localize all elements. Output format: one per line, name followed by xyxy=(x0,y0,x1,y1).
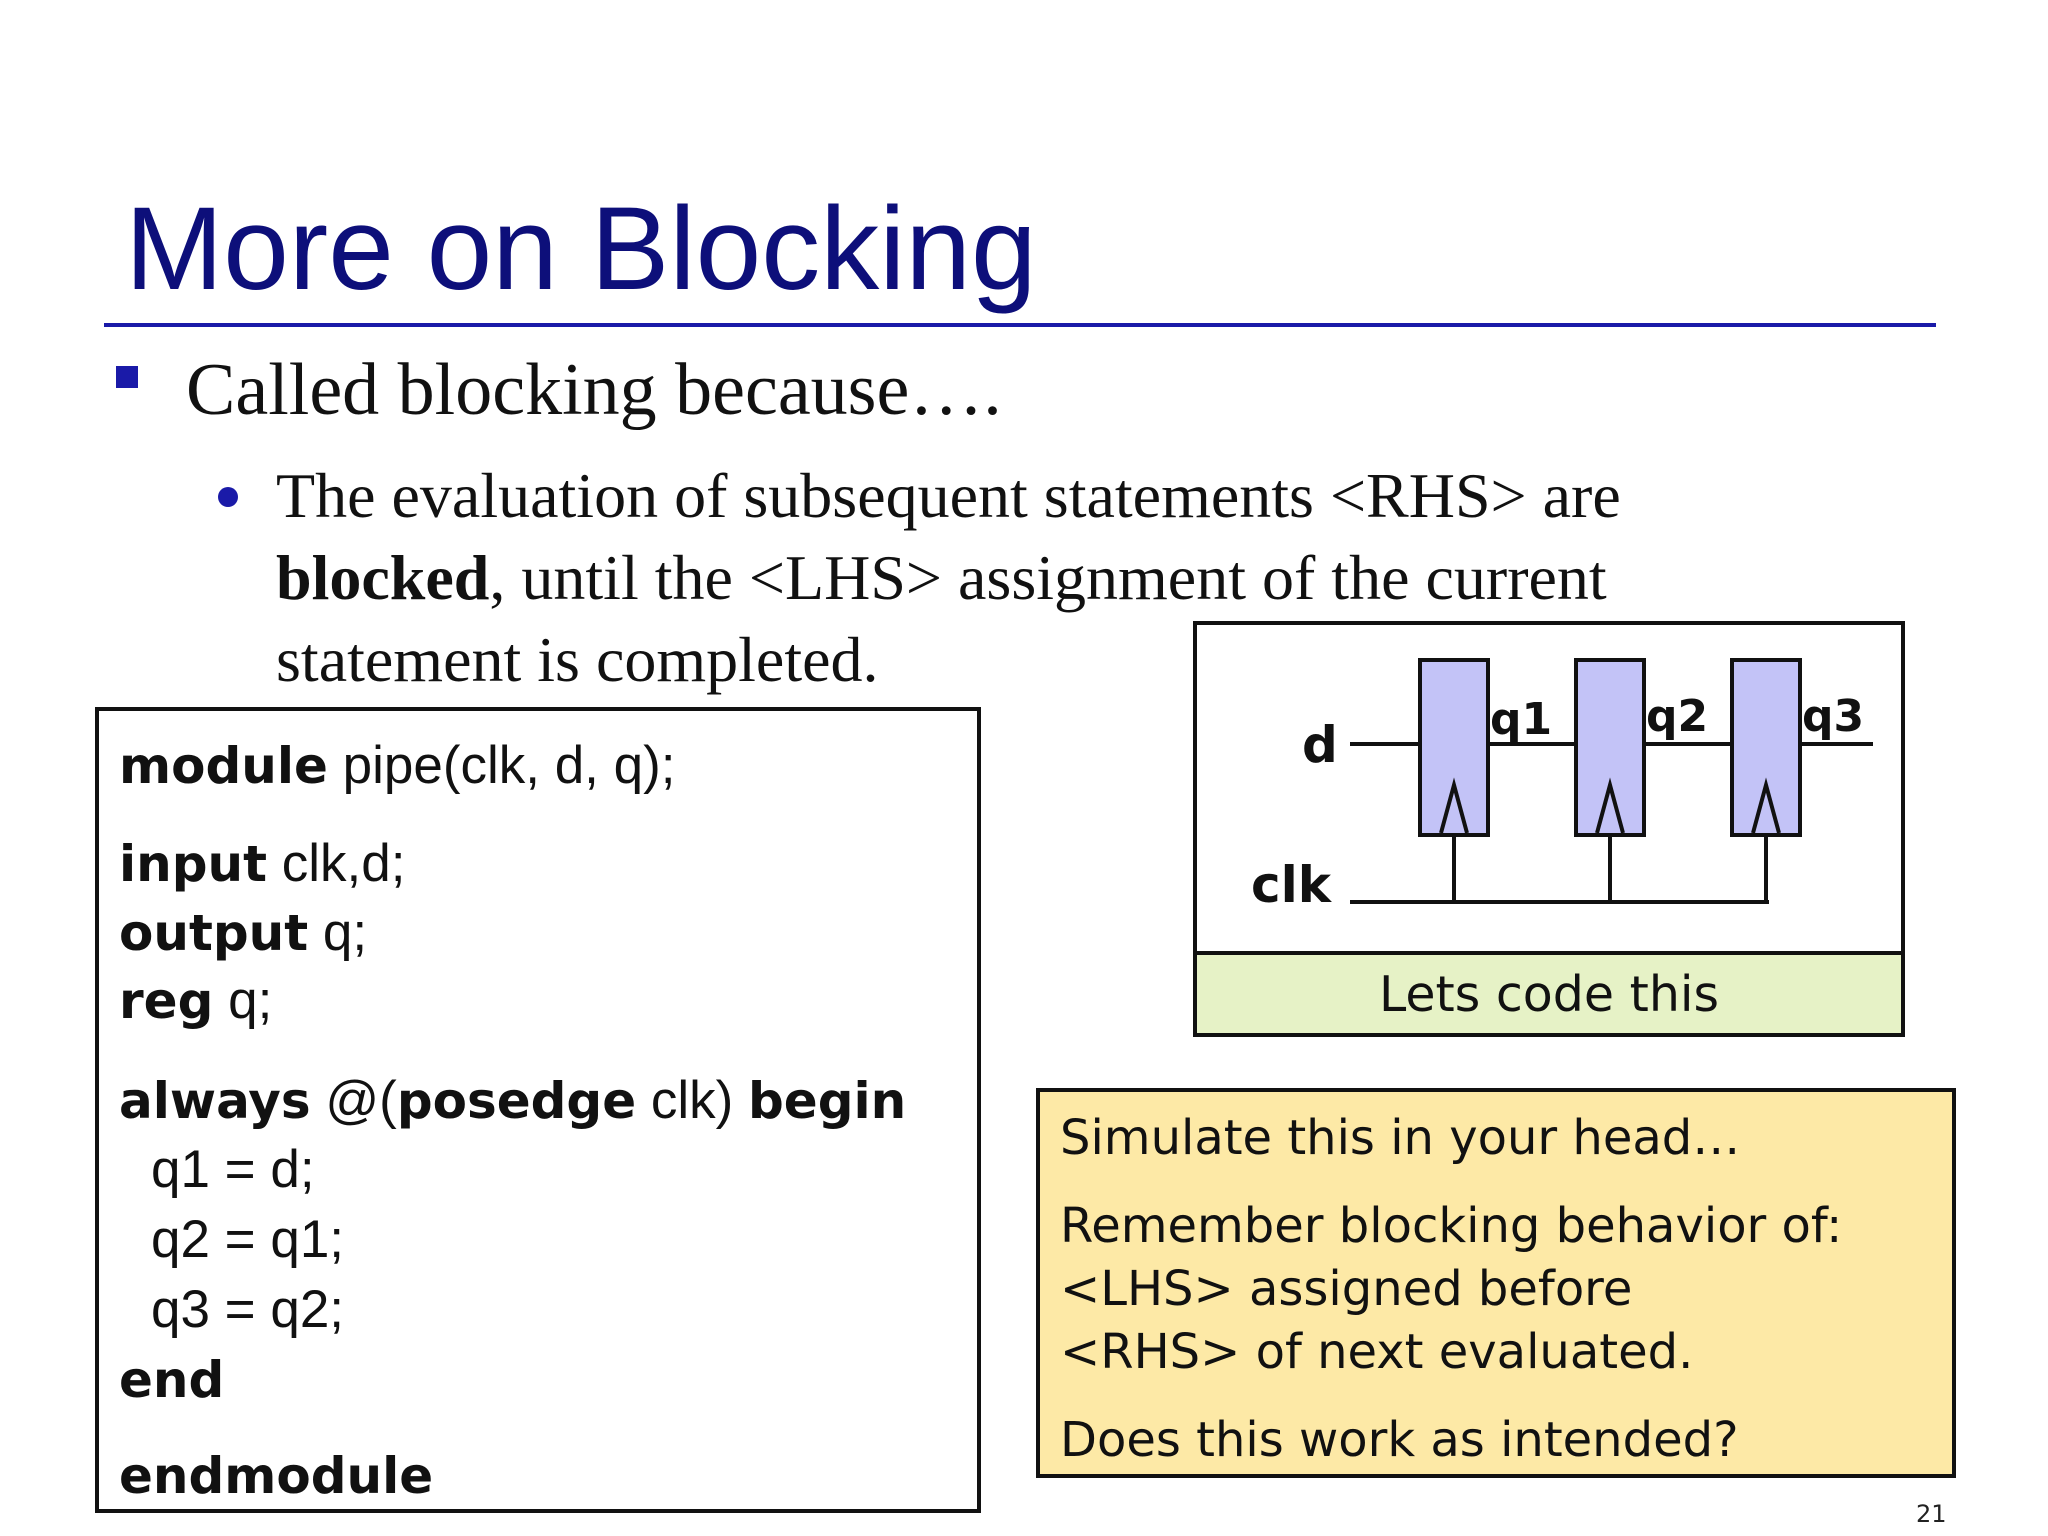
keyword: always xyxy=(119,1072,311,1130)
code-text: pipe(clk, d, q); xyxy=(327,736,676,795)
code-line-end: end xyxy=(119,1353,224,1406)
main-bullet-text: Called blocking because…. xyxy=(186,349,1002,431)
code-line-q2: q2 = q1; xyxy=(151,1210,345,1269)
flipflop-chain-svg: d clk q1 q2 q3 xyxy=(1251,658,1873,914)
note-line-2: Remember blocking behavior of: xyxy=(1060,1198,1843,1254)
code-line-always: always @(posedge clk) begin xyxy=(119,1074,906,1127)
round-bullet-icon xyxy=(218,487,238,507)
code-line-q1: q1 = d; xyxy=(151,1140,315,1199)
note-box: Simulate this in your head… Remember blo… xyxy=(1036,1088,1956,1478)
keyword: reg xyxy=(119,972,214,1030)
keyword: output xyxy=(119,904,309,962)
square-bullet-icon xyxy=(116,366,138,388)
code-line-endmodule: endmodule xyxy=(119,1449,433,1502)
keyword: end xyxy=(119,1351,225,1409)
code-text: clk) xyxy=(636,1071,749,1130)
sub-bullet-part2: , until the <LHS> assignment of the curr… xyxy=(276,542,1607,695)
pipeline-diagram: d clk q1 q2 q3 Lets code this xyxy=(1193,621,1905,1037)
slide-title: More on Blocking xyxy=(125,183,1037,315)
page-number: 21 xyxy=(1916,1500,1947,1528)
flipflop-3 xyxy=(1730,658,1802,837)
title-divider xyxy=(104,323,1936,327)
flipflop-1 xyxy=(1418,658,1490,837)
note-line-5: Does this work as intended? xyxy=(1060,1412,1739,1468)
sub-bullet-bold: blocked xyxy=(276,542,490,613)
q3-label: q3 xyxy=(1802,691,1864,742)
sub-bullet-part1: The evaluation of subsequent statements … xyxy=(276,460,1621,531)
keyword: posedge xyxy=(396,1072,637,1130)
q1-label: q1 xyxy=(1490,694,1552,745)
code-line-q3: q3 = q2; xyxy=(151,1280,345,1339)
d-label: d xyxy=(1302,716,1338,774)
note-line-4: <RHS> of next evaluated. xyxy=(1060,1324,1694,1380)
clock-edge-icon-1 xyxy=(1439,777,1469,834)
code-text: q; xyxy=(308,903,368,962)
clock-edge-icon-2 xyxy=(1595,777,1625,834)
code-text: q; xyxy=(213,971,273,1030)
code-line-module: module pipe(clk, d, q); xyxy=(119,739,675,792)
keyword: input xyxy=(119,835,268,893)
code-text: clk,d; xyxy=(267,834,406,893)
code-box: module pipe(clk, d, q); input clk,d; out… xyxy=(95,707,981,1513)
note-line-1: Simulate this in your head… xyxy=(1060,1110,1741,1166)
keyword: begin xyxy=(748,1072,907,1130)
q2-label: q2 xyxy=(1646,691,1708,742)
clock-edge-icon-3 xyxy=(1751,777,1781,834)
clk-label: clk xyxy=(1251,856,1333,914)
code-line-output: output q; xyxy=(119,906,367,959)
keyword: module xyxy=(119,737,328,795)
code-text: @( xyxy=(310,1071,397,1130)
code-line-reg: reg q; xyxy=(119,974,272,1027)
keyword: endmodule xyxy=(119,1447,434,1505)
sub-bullet-text: The evaluation of subsequent statements … xyxy=(276,455,1836,701)
flipflop-2 xyxy=(1574,658,1646,837)
note-line-3: <LHS> assigned before xyxy=(1060,1261,1633,1317)
diagram-caption: Lets code this xyxy=(1197,951,1901,1033)
code-line-input: input clk,d; xyxy=(119,837,405,890)
